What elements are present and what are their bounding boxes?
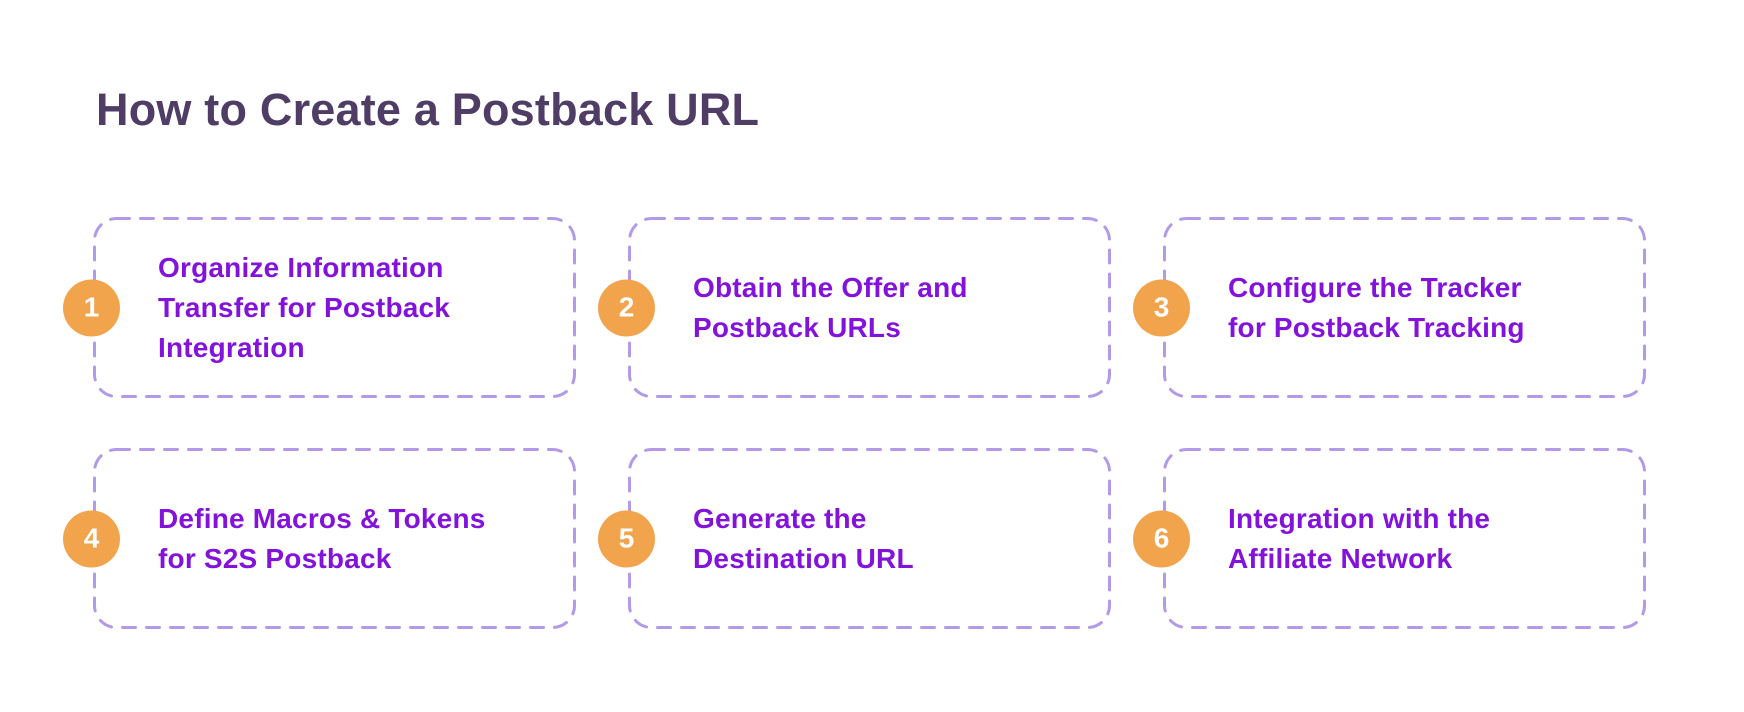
step-number-badge: 1 bbox=[63, 279, 120, 336]
step-label: Define Macros & Tokens for S2S Postback bbox=[158, 502, 486, 574]
step-card: 3 Configure the Tracker for Postback Tra… bbox=[1133, 217, 1646, 398]
step-card: 6 Integration with the Affiliate Network bbox=[1133, 448, 1646, 629]
step-number-badge: 2 bbox=[598, 279, 655, 336]
step-number-badge: 4 bbox=[63, 510, 120, 567]
step-label: Organize Information Transfer for Postba… bbox=[158, 251, 451, 363]
step-card: 4 Define Macros & Tokens for S2S Postbac… bbox=[63, 448, 576, 629]
step-card: 2 Obtain the Offer and Postback URLs bbox=[598, 217, 1111, 398]
step-label: Obtain the Offer and Postback URLs bbox=[693, 271, 968, 343]
step-label: Configure the Tracker for Postback Track… bbox=[1228, 271, 1525, 343]
step-number-badge: 3 bbox=[1133, 279, 1190, 336]
step-label: Integration with the Affiliate Network bbox=[1228, 502, 1491, 574]
step-card: 5 Generate the Destination URL bbox=[598, 448, 1111, 629]
step-number-badge: 5 bbox=[598, 510, 655, 567]
step-number-badge: 6 bbox=[1133, 510, 1190, 567]
step-card: 1 Organize Information Transfer for Post… bbox=[63, 217, 576, 398]
page-title: How to Create a Postback URL bbox=[96, 84, 760, 135]
step-label: Generate the Destination URL bbox=[693, 502, 914, 574]
steps-grid: 1 Organize Information Transfer for Post… bbox=[63, 217, 1646, 629]
